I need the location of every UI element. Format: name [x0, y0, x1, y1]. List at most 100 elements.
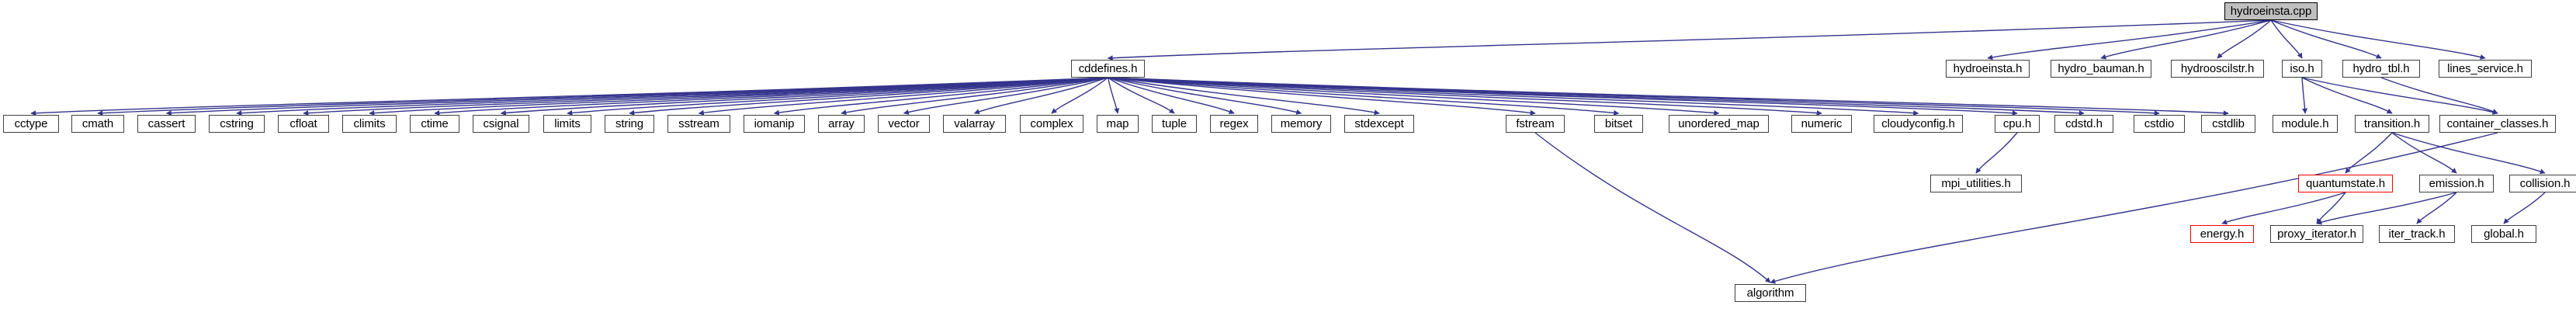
edge-cddefines_h-to-cdstd_h	[1108, 77, 2085, 116]
edge-iso_h-to-container_classes_h	[2301, 77, 2498, 115]
edge-cddefines_h-to-ctime	[434, 77, 1108, 116]
graph-node-sstream[interactable]: sstream	[667, 115, 730, 133]
edge-cddefines_h-to-valarray	[973, 77, 1108, 115]
edge-cddefines_h-to-complex	[1051, 77, 1108, 114]
edge-emission_h-to-iter_track_h	[2416, 192, 2457, 224]
edge-hydroeinsta_cpp-to-hydro_bauman_h	[2100, 19, 2272, 60]
graph-node-hydro-bauman-h[interactable]: hydro_bauman.h	[2051, 60, 2151, 78]
graph-node-hydroeinsta-h[interactable]: hydroeinsta.h	[1946, 60, 2030, 78]
graph-node-fstream[interactable]: fstream	[1506, 115, 1565, 133]
graph-node-lines-service-h[interactable]: lines_service.h	[2439, 60, 2532, 78]
edge-hydroeinsta_cpp-to-hydro_tbl_h	[2270, 19, 2382, 59]
edge-transition_h-to-quantumstate_h	[2345, 132, 2393, 174]
graph-node-unordered-map[interactable]: unordered_map	[1669, 115, 1769, 133]
edge-cddefines_h-to-vector	[903, 77, 1108, 115]
graph-node-cstring[interactable]: cstring	[209, 115, 265, 133]
edge-cddefines_h-to-string	[629, 77, 1108, 116]
graph-node-proxy-iterator-h[interactable]: proxy_iterator.h	[2270, 225, 2363, 243]
graph-node-ctime[interactable]: ctime	[410, 115, 459, 133]
edge-cddefines_h-to-cctype	[30, 77, 1108, 116]
edge-quantumstate_h-to-proxy_iterator_h	[2316, 192, 2346, 224]
graph-node-hydro-tbl-h[interactable]: hydro_tbl.h	[2342, 60, 2420, 78]
edge-cddefines_h-to-map	[1107, 77, 1120, 114]
edge-cddefines_h-to-cfloat	[303, 77, 1108, 116]
edge-cddefines_h-to-cstdio	[1108, 77, 2160, 116]
graph-node-module-h[interactable]: module.h	[2273, 115, 2338, 133]
graph-node-csignal[interactable]: csignal	[473, 115, 529, 133]
edge-cpu_h-to-mpi_utilities_h	[1975, 132, 2018, 174]
edge-iso_h-to-transition_h	[2301, 77, 2393, 114]
graph-node-cdstd-h[interactable]: cdstd.h	[2054, 115, 2113, 133]
edge-iso_h-to-module_h	[2301, 77, 2308, 114]
graph-node-complex[interactable]: complex	[1020, 115, 1083, 133]
edge-cddefines_h-to-fstream	[1108, 77, 1536, 116]
edge-cddefines_h-to-unordered_map	[1108, 77, 1720, 116]
edge-cddefines_h-to-cmath	[97, 77, 1108, 116]
edge-hydroeinsta_cpp-to-cddefines_h	[1107, 19, 2272, 61]
graph-node-collision-h[interactable]: collision.h	[2509, 175, 2576, 192]
graph-node-iomanip[interactable]: iomanip	[744, 115, 805, 133]
edge-cddefines_h-to-climits	[369, 77, 1108, 116]
graph-node-memory[interactable]: memory	[1271, 115, 1331, 133]
graph-node-map[interactable]: map	[1097, 115, 1139, 133]
graph-node-array[interactable]: array	[818, 115, 865, 133]
edge-cddefines_h-to-numeric	[1108, 77, 1822, 116]
graph-node-cfloat[interactable]: cfloat	[278, 115, 329, 133]
graph-node-emission-h[interactable]: emission.h	[2419, 175, 2494, 192]
edge-cddefines_h-to-cstdlib	[1108, 77, 2229, 116]
graph-node-bitset[interactable]: bitset	[1594, 115, 1643, 133]
edge-hydroeinsta_cpp-to-hydroeinsta_h	[1987, 19, 2272, 61]
graph-node-cpu-h[interactable]: cpu.h	[1995, 115, 2040, 133]
graph-node-string[interactable]: string	[605, 115, 654, 133]
graph-node-algorithm[interactable]: algorithm	[1735, 284, 1806, 302]
graph-node-iso-h[interactable]: iso.h	[2282, 60, 2322, 78]
graph-node-stdexcept[interactable]: stdexcept	[1344, 115, 1414, 133]
edge-cddefines_h-to-array	[841, 77, 1108, 116]
graph-node-cassert[interactable]: cassert	[137, 115, 196, 133]
graph-node-cloudyconfig-h[interactable]: cloudyconfig.h	[1874, 115, 1963, 133]
edge-emission_h-to-proxy_iterator_h	[2316, 192, 2457, 225]
graph-node-transition-h[interactable]: transition.h	[2355, 115, 2429, 133]
edge-cddefines_h-to-csignal	[500, 77, 1108, 116]
graph-node-hydrooscilstr-h[interactable]: hydrooscilstr.h	[2171, 60, 2264, 78]
edge-hydroeinsta_cpp-to-iso_h	[2270, 19, 2303, 59]
graph-node-mpi-utilities-h[interactable]: mpi_utilities.h	[1930, 175, 2022, 192]
edge-container_classes_h-to-algorithm	[1770, 132, 2498, 284]
edge-cddefines_h-to-memory	[1108, 77, 1302, 115]
edge-cddefines_h-to-tuple	[1108, 77, 1175, 114]
graph-node-cstdlib[interactable]: cstdlib	[2201, 115, 2255, 133]
graph-node-regex[interactable]: regex	[1210, 115, 1258, 133]
graph-node-container-classes-h[interactable]: container_classes.h	[2439, 115, 2556, 133]
edge-cddefines_h-to-limits	[567, 77, 1108, 116]
graph-node-climits[interactable]: climits	[342, 115, 397, 133]
edge-transition_h-to-emission_h	[2391, 132, 2457, 174]
graph-node-tuple[interactable]: tuple	[1152, 115, 1197, 133]
edge-cddefines_h-to-sstream	[698, 77, 1108, 116]
graph-node-cmath[interactable]: cmath	[71, 115, 124, 133]
edge-quantumstate_h-to-energy_h	[2221, 192, 2346, 225]
graph-node-quantumstate-h[interactable]: quantumstate.h	[2298, 175, 2393, 192]
graph-node-numeric[interactable]: numeric	[1791, 115, 1852, 133]
edge-cddefines_h-to-regex	[1108, 77, 1235, 114]
edge-cddefines_h-to-cstring	[236, 77, 1108, 116]
graph-node-global-h[interactable]: global.h	[2471, 225, 2536, 243]
edge-cddefines_h-to-cloudyconfig_h	[1108, 77, 1919, 116]
graph-node-valarray[interactable]: valarray	[943, 115, 1006, 133]
edge-cddefines_h-to-stdexcept	[1108, 77, 1380, 116]
graph-node-cddefines-h[interactable]: cddefines.h	[1071, 60, 1145, 78]
graph-node-cctype[interactable]: cctype	[3, 115, 59, 133]
graph-node-energy-h[interactable]: energy.h	[2190, 225, 2254, 243]
graph-node-vector[interactable]: vector	[878, 115, 930, 133]
edge-transition_h-to-collision_h	[2391, 132, 2546, 175]
graph-node-cstdio[interactable]: cstdio	[2134, 115, 2185, 133]
edge-collision_h-to-global_h	[2503, 192, 2546, 224]
graph-node-limits[interactable]: limits	[543, 115, 591, 133]
edge-hydro_tbl_h-to-container_classes_h	[2380, 77, 2498, 114]
graph-node-hydroeinsta-cpp[interactable]: hydroeinsta.cpp	[2224, 2, 2318, 20]
edge-hydroeinsta_cpp-to-lines_service_h	[2270, 19, 2486, 60]
graph-node-iter-track-h[interactable]: iter_track.h	[2379, 225, 2455, 243]
edge-hydroeinsta_cpp-to-hydrooscilstr_h	[2217, 19, 2272, 59]
edge-cddefines_h-to-cpu_h	[1108, 77, 2018, 116]
